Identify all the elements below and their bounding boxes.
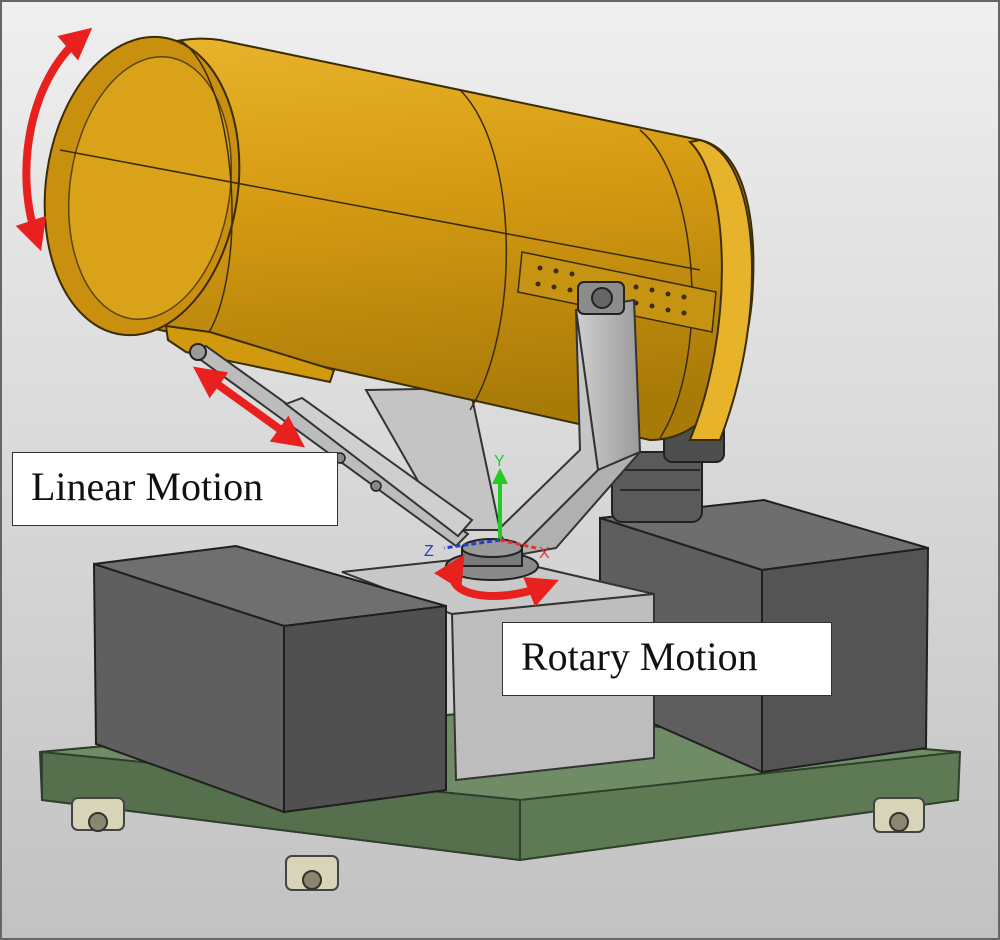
y-axis-arrow <box>492 468 508 484</box>
linear-motion-label: Linear Motion <box>12 452 338 526</box>
caster-wheel <box>285 855 339 891</box>
x-axis-label: X <box>539 545 550 562</box>
left-equipment-box <box>92 544 447 814</box>
pivot-bearing <box>577 281 625 315</box>
linear-motion-arrow <box>193 366 305 448</box>
right-support-arm <box>496 298 642 558</box>
y-axis-label: Y <box>494 453 505 470</box>
z-axis-line <box>443 538 501 550</box>
rotary-motion-label: Rotary Motion <box>502 622 832 696</box>
z-axis-label: Z <box>424 543 434 560</box>
x-axis-line <box>499 538 537 550</box>
axis-triad: Y X Z <box>424 453 550 562</box>
rotary-motion-arrow <box>433 554 559 607</box>
pitch-motion-arrow <box>15 27 93 252</box>
caster-wheel <box>873 797 925 833</box>
caster-wheel <box>71 797 125 832</box>
